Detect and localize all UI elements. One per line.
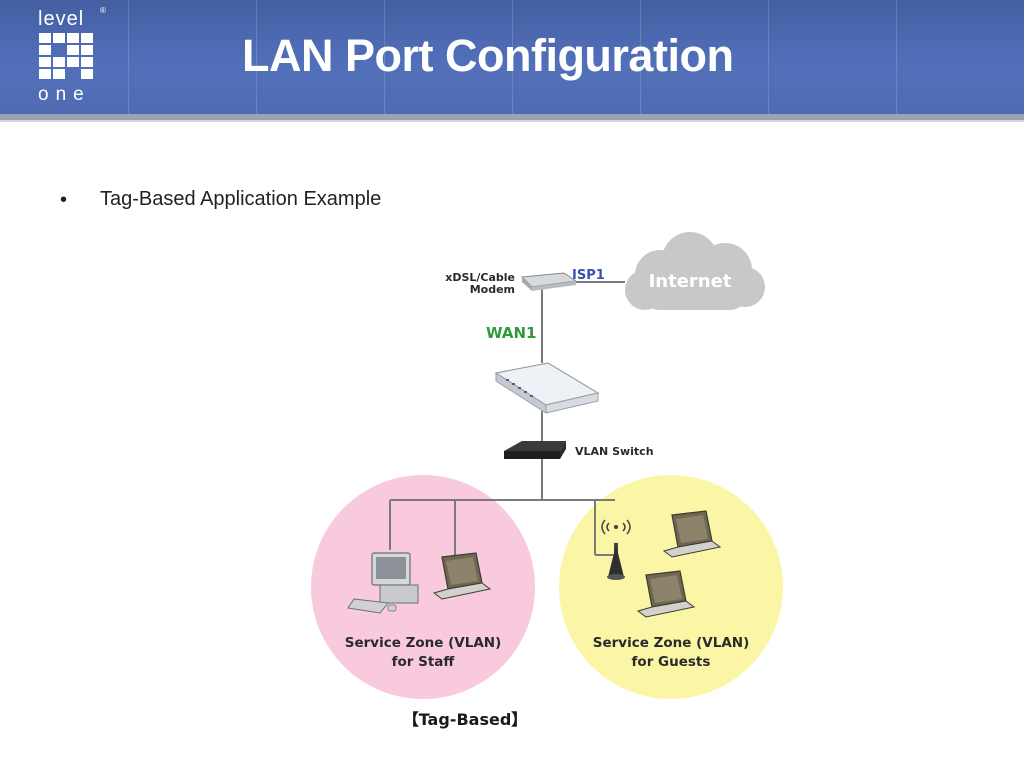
- header-tile: [512, 0, 641, 118]
- header-tile: [384, 0, 513, 118]
- bullet-text: Tag-Based Application Example: [100, 188, 382, 210]
- bullet-marker: •: [60, 189, 68, 211]
- isp-label: ISP1: [572, 268, 605, 283]
- header-divider: [0, 114, 1024, 120]
- desktop-computer-icon: [347, 552, 419, 614]
- wireless-access-point-icon: [601, 519, 631, 580]
- laptop-icon: [662, 510, 722, 558]
- laptop-icon: [636, 570, 696, 618]
- staff-zone-circle: [311, 475, 535, 699]
- header-tile: [0, 0, 129, 118]
- guest-zone-label-line2: for Guests: [632, 654, 711, 670]
- router-icon: [494, 362, 600, 414]
- logo-bottom-word: one: [38, 84, 91, 105]
- header-tile: [640, 0, 769, 118]
- guest-zone-label-line1: Service Zone (VLAN): [593, 635, 750, 651]
- header-tile: [128, 0, 257, 118]
- diagram-caption: 【Tag-Based】: [403, 710, 528, 729]
- header-divider-highlight: [0, 120, 1024, 122]
- internet-label: Internet: [649, 271, 732, 292]
- modem-label-line2: Modem: [470, 283, 515, 296]
- wan-label: WAN1: [486, 324, 536, 342]
- network-diagram: Internet xDSL/Cable Modem ISP1 WAN1 VLAN…: [311, 232, 783, 729]
- header-tile: [896, 0, 1024, 118]
- vlan-switch-label: VLAN Switch: [575, 445, 654, 458]
- header-tile: [768, 0, 897, 118]
- logo-grid: [39, 33, 97, 85]
- slide-title: LAN Port Configuration: [242, 30, 734, 81]
- slide-header: level ® one LAN Port Configuration: [0, 0, 1024, 118]
- vlan-switch-icon: [504, 441, 566, 459]
- modem-label-line1: xDSL/Cable: [445, 271, 515, 284]
- staff-zone-label-line1: Service Zone (VLAN): [345, 635, 502, 651]
- staff-zone-label-line2: for Staff: [392, 654, 456, 670]
- cable-modem-icon: [520, 272, 578, 291]
- header-tile: [256, 0, 385, 118]
- logo-registered-mark: ®: [100, 6, 106, 15]
- connection-lines: [389, 281, 625, 556]
- logo-icon: level ® one: [34, 6, 114, 106]
- laptop-icon: [432, 552, 492, 600]
- internet-cloud-icon: [625, 232, 765, 310]
- logo-top-word: level: [38, 8, 85, 30]
